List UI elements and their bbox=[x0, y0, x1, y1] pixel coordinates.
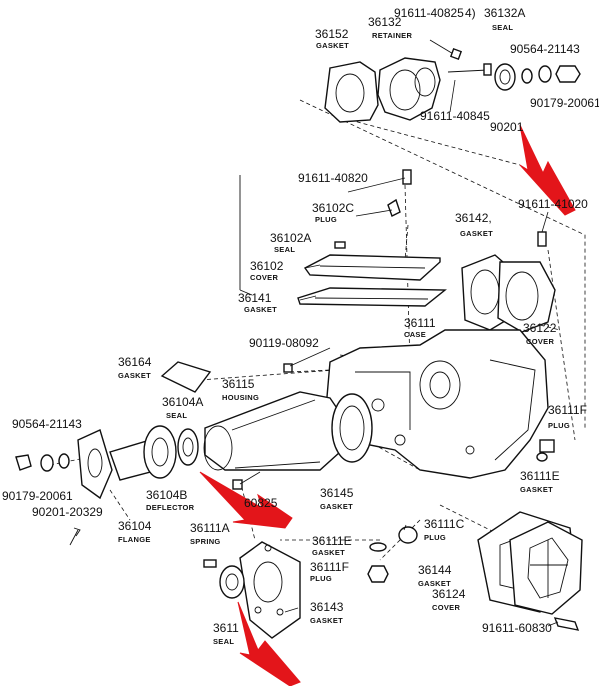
label-91611-40825: 91611-40825 bbox=[394, 6, 464, 20]
label-36144-number: 36144 bbox=[418, 563, 452, 577]
label-36164-number: 36164 bbox=[118, 355, 152, 369]
label-36111F-right-caption: PLUG bbox=[548, 421, 570, 430]
label-90179-20061-left: 90179-20061 bbox=[2, 489, 73, 503]
label-36111A-caption: SPRING bbox=[190, 537, 221, 546]
label-36104B-caption: DEFLECTOR bbox=[146, 503, 195, 512]
label-90179-20061-top: 90179-20061 bbox=[530, 96, 599, 110]
label-36122-number: 36122 bbox=[523, 321, 557, 335]
label-36124-caption: COVER bbox=[432, 603, 460, 612]
label-36111C-number: 36111C bbox=[424, 517, 465, 531]
label-36132A-caption: SEAL bbox=[492, 23, 513, 32]
label-36132-caption: RETAINER bbox=[372, 31, 412, 40]
red-arrow-icon bbox=[199, 471, 293, 529]
label-36111C-caption: PLUG bbox=[424, 533, 446, 542]
label-36111A-number: 36111A bbox=[190, 521, 230, 535]
label-4: 4) bbox=[465, 6, 476, 20]
label-36122-caption: COVER bbox=[526, 337, 554, 346]
label-36102A-caption: SEAL bbox=[274, 245, 295, 254]
label-36111E-right-caption: GASKET bbox=[520, 485, 553, 494]
label-91611-40845: 91611-40845 bbox=[420, 109, 490, 123]
red-arrow-icon bbox=[519, 124, 576, 216]
top-retainer-assembly bbox=[324, 39, 581, 123]
label-36102C-number: 36102C bbox=[312, 201, 354, 215]
label-36102A-number: 36102A bbox=[270, 231, 311, 245]
label-36145-caption: GASKET bbox=[320, 502, 353, 511]
label-3611-seal-number: 3611 bbox=[213, 621, 239, 635]
label-36111E-mid-number: 36111E bbox=[312, 534, 352, 548]
label-36102-number: 36102 bbox=[250, 259, 284, 273]
label-36111-number: 36111 bbox=[404, 316, 436, 330]
label-36152-number: 36152 bbox=[315, 27, 349, 41]
label-36152-caption: GASKET bbox=[316, 41, 349, 50]
side-cover-assembly bbox=[461, 231, 556, 333]
label-36142-caption: GASKET bbox=[460, 229, 493, 238]
label-90564-21143-left: 90564-21143 bbox=[12, 417, 82, 431]
label-36141-number: 36141 bbox=[238, 291, 272, 305]
label-60825: 60825 bbox=[244, 496, 278, 510]
label-91611-41020: 91611-41020 bbox=[518, 197, 588, 211]
label-36111-caption: CASE bbox=[404, 330, 426, 339]
label-36164-caption: GASKET bbox=[118, 371, 151, 380]
label-36111E-mid-caption: GASKET bbox=[312, 548, 345, 557]
label-36132A-number: 36132A bbox=[484, 6, 525, 20]
label-36145-number: 36145 bbox=[320, 486, 354, 500]
label-36102C-caption: PLUG bbox=[315, 215, 337, 224]
label-36111F-right-number: 36111F bbox=[548, 403, 587, 417]
label-36144-caption: GASKET bbox=[418, 579, 451, 588]
gasket-36164 bbox=[160, 361, 212, 393]
red-arrow-icon bbox=[237, 601, 301, 686]
label-36104A-caption: SEAL bbox=[166, 411, 187, 420]
label-36104-number: 36104 bbox=[118, 519, 152, 533]
part-labels: 36152 GASKET 36132 RETAINER 91611-40825 … bbox=[2, 6, 599, 646]
lower-seal-assembly bbox=[203, 541, 301, 639]
label-36143-caption: GASKET bbox=[310, 616, 343, 625]
label-36104-caption: FLANGE bbox=[118, 535, 151, 544]
label-90564-21143-top: 90564-21143 bbox=[510, 42, 580, 56]
label-36132-number: 36132 bbox=[368, 15, 402, 29]
label-36111E-right-number: 36111E bbox=[520, 469, 560, 483]
label-36115-caption: HOUSING bbox=[222, 393, 259, 402]
mid-small-parts bbox=[232, 363, 555, 583]
label-36141-caption: GASKET bbox=[244, 305, 277, 314]
label-36143-number: 36143 bbox=[310, 600, 344, 614]
label-36104B-number: 36104B bbox=[146, 488, 187, 502]
bottom-cover-assembly bbox=[477, 511, 583, 631]
label-90201-top: 90201 bbox=[490, 120, 524, 134]
label-90201-20329: 90201-20329 bbox=[32, 505, 103, 519]
label-90119-08092: 90119-08092 bbox=[249, 336, 319, 350]
label-36115-number: 36115 bbox=[222, 377, 255, 391]
leader-lines bbox=[239, 79, 559, 627]
housing bbox=[203, 391, 373, 471]
label-3611-seal-caption: SEAL bbox=[213, 637, 234, 646]
label-36111F-mid-caption: PLUG bbox=[310, 574, 332, 583]
label-36124-number: 36124 bbox=[432, 587, 466, 601]
label-91611-60830: 91611-60830 bbox=[482, 621, 552, 635]
label-36104A-number: 36104A bbox=[162, 395, 203, 409]
label-36142-number: 36142, bbox=[455, 211, 492, 225]
label-36102-caption: COVER bbox=[250, 273, 278, 282]
label-36111F-mid-number: 36111F bbox=[310, 560, 349, 574]
top-cover-assembly bbox=[297, 169, 447, 307]
output-flange-assembly bbox=[15, 425, 199, 546]
label-91611-40820: 91611-40820 bbox=[298, 171, 368, 185]
